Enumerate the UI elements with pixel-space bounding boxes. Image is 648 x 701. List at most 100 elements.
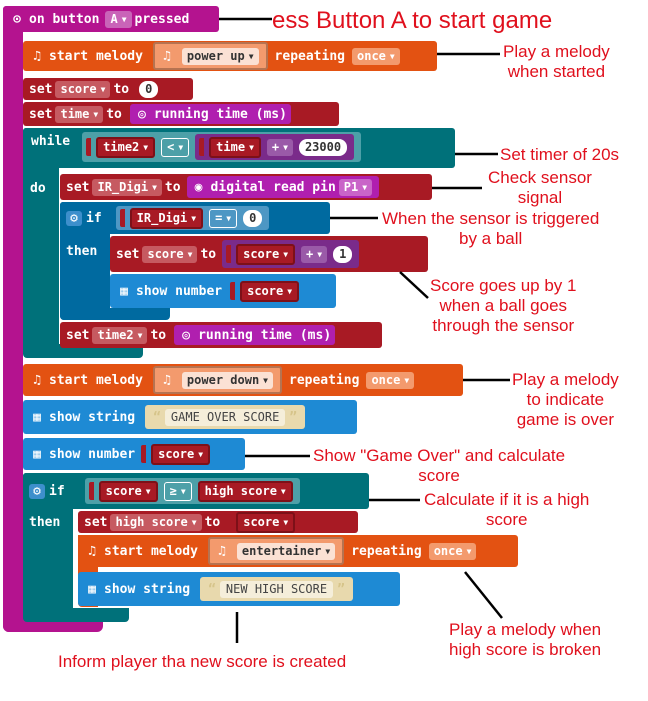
set-ir-block[interactable]: set IR_Digi▼ to ◉ digital read pin P1▼ [60,174,432,200]
if1-header[interactable]: ⚙ if IR_Digi▼ =▼ 0 [60,202,330,234]
ir-var-ref[interactable]: IR_Digi▼ [129,207,204,229]
annotation-line: When the sensor is triggered [382,209,600,228]
running-time-label: running time (ms) [153,106,287,122]
to-label: to [204,514,221,530]
score-var-ref[interactable]: score▼ [98,480,158,502]
pin-notch [226,245,232,263]
set-time-block[interactable]: set time▼ to ◎ running time (ms) [23,102,339,126]
gear-icon: ⚙ [29,483,45,499]
time-var[interactable]: time▼ [209,136,261,158]
score-var-dropdown[interactable]: score▼ [142,245,198,263]
repeat-dropdown[interactable]: once▼ [366,371,415,389]
time-var-dropdown[interactable]: time▼ [55,105,104,123]
repeat-dropdown[interactable]: once▼ [352,47,400,65]
running-time-block[interactable]: ◎ running time (ms) [129,104,291,124]
op-value: + [271,140,280,154]
if2-header[interactable]: ⚙ if score▼ ≥▼ high score▼ [23,473,369,509]
show-number-label: show number [49,446,136,462]
score-var-ref[interactable]: score▼ [240,280,300,302]
melody-value-wrapper[interactable]: ♫ entertainer▼ [207,537,345,565]
timeout-value[interactable]: 23000 [298,138,348,156]
equals-op[interactable]: =▼ [209,208,238,228]
button-dropdown[interactable]: A▼ [105,10,132,28]
headphones-icon: ♫ [88,543,96,559]
score-initial-value[interactable]: 0 [139,80,159,98]
melody-dropdown[interactable]: power down▼ [181,371,273,389]
high-score-var-ref[interactable]: high score▼ [197,480,293,502]
to-label: to [164,179,181,195]
if1-bottom [60,308,170,320]
while-header[interactable]: while time2▼ <▼ time▼ +▼ 23000 [23,128,455,168]
time2-var[interactable]: time2▼ [96,136,156,158]
to-label: to [113,81,130,97]
add-block[interactable]: score▼ +▼ 1 [222,240,360,268]
high-score-var-dropdown[interactable]: high score▼ [110,513,202,531]
var-value: time2 [97,328,134,342]
grid-icon: ▦ [88,581,96,597]
op-value: < [167,140,175,154]
repeat-dropdown[interactable]: once▼ [428,542,477,560]
start-melody-block-1[interactable]: ♫ start melody ♫ power up▼ repeating onc… [23,41,437,71]
show-number-block-1[interactable]: ▦ show number score▼ [110,274,336,308]
compare-block[interactable]: time2▼ <▼ time▼ +▼ 23000 [82,132,362,162]
then-label: then [66,243,98,259]
var-value: high score [204,484,277,498]
set-score-increment-block[interactable]: set score▼ to score▼ +▼ 1 [110,236,428,272]
if2-bottom [23,608,129,622]
set-label: set [116,246,140,262]
pin-dropdown[interactable]: P1▼ [338,178,373,196]
melody-value-wrapper[interactable]: ♫ power up▼ [152,42,268,70]
running-time-label: running time (ms) [198,327,332,343]
string-value[interactable]: GAME OVER SCORE [164,408,286,426]
grid-icon: ▦ [33,409,41,425]
score-var-ref[interactable]: score▼ [151,443,211,465]
grid-icon: ▦ [33,446,41,462]
zero-value[interactable]: 0 [243,209,263,227]
time2-var-dropdown[interactable]: time2▼ [92,326,148,344]
annotation-line: to indicate [526,390,605,409]
add-block[interactable]: time▼ +▼ 23000 [195,134,355,160]
button-value: A [110,12,118,26]
less-than-op[interactable]: <▼ [161,137,190,157]
annotation-line: score [485,510,528,529]
on-button-pressed-block[interactable]: ⊙ on button A▼ pressed [3,6,219,32]
do-label: do [30,180,46,196]
start-melody-block-2[interactable]: ♫ start melody ♫ power down▼ repeating o… [23,364,463,396]
start-melody-block-3[interactable]: ♫ start melody ♫ entertainer▼ repeating … [78,535,518,567]
plus-op[interactable]: +▼ [266,138,293,156]
score-var-dropdown[interactable]: score▼ [55,80,111,98]
gte-op[interactable]: ≥▼ [163,481,192,501]
score-var-ref[interactable]: score▼ [236,511,296,533]
equals-block[interactable]: IR_Digi▼ =▼ 0 [115,206,270,230]
melody-value: power down [186,373,260,387]
melody-value-wrapper[interactable]: ♫ power down▼ [152,366,282,394]
compare-block[interactable]: score▼ ≥▼ high score▼ [84,478,300,504]
ir-var-dropdown[interactable]: IR_Digi▼ [92,178,162,196]
running-time-block[interactable]: ◎ running time (ms) [174,325,336,345]
annotation-line: Calculate if it is a high [424,490,590,509]
string-value-wrapper[interactable]: “ GAME OVER SCORE ” [145,405,306,429]
increment-value[interactable]: 1 [333,245,353,263]
event-block-frame[interactable] [3,6,23,632]
set-score-block[interactable]: set score▼ to 0 [23,78,193,100]
annotation-line: score [418,466,460,485]
set-high-score-block[interactable]: set high score▼ to score▼ [78,511,358,533]
string-value-wrapper[interactable]: “ NEW HIGH SCORE ” [200,577,353,601]
show-number-block-2[interactable]: ▦ show number score▼ [23,438,245,470]
headphones-icon: ♫ [218,543,226,559]
digital-read-block[interactable]: ◉ digital read pin P1▼ [186,176,380,198]
annotation-timer: Set timer of 20s [500,145,620,164]
melody-dropdown[interactable]: entertainer▼ [236,542,336,560]
annotation-melody-start: Play a melody when started [503,42,610,82]
plus-op[interactable]: +▼ [301,245,328,263]
show-string-block-2[interactable]: ▦ show string “ NEW HIGH SCORE ” [78,572,400,606]
var-value: IR_Digi [97,180,149,194]
show-string-block-1[interactable]: ▦ show string “ GAME OVER SCORE ” [23,400,357,434]
annotation-start: ess Button A to start game [272,7,553,34]
string-value[interactable]: NEW HIGH SCORE [219,580,334,598]
op-value: = [215,211,223,225]
melody-dropdown[interactable]: power up▼ [181,47,259,65]
score-var-ref[interactable]: score▼ [236,243,296,265]
set-time2-block[interactable]: set time2▼ to ◎ running time (ms) [60,322,382,348]
